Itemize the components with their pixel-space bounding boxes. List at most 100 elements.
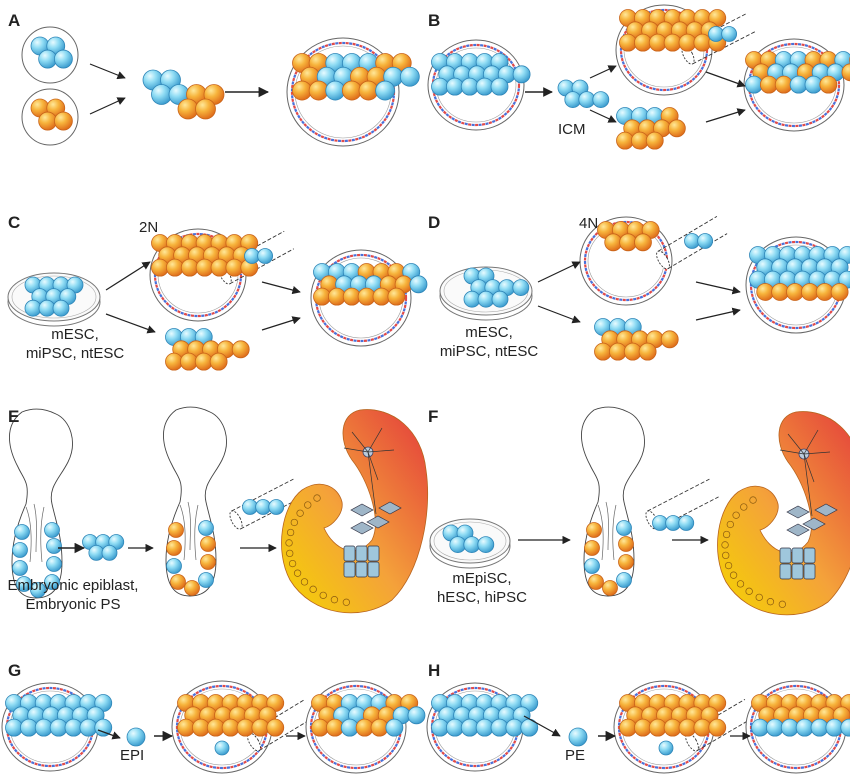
orange-cell [630,131,649,150]
orange-cell [191,718,210,737]
cell-cluster [652,515,695,531]
arrow [705,71,746,88]
orange-cell [648,33,667,52]
cell-cluster [30,36,73,69]
embryo-fold [179,504,186,561]
ploidy-2n-label: 2N [139,219,158,236]
orange-cell [634,233,652,252]
somite [721,541,729,549]
blue-cell [46,538,62,554]
orange-cell [355,718,374,737]
cell-cluster [431,694,539,737]
somite [309,585,317,593]
somite [740,503,748,511]
blue-cell [490,718,509,737]
panel-label-a: A [8,11,20,30]
orange-cell [236,718,255,737]
neurite [803,453,815,483]
arrow [105,313,156,334]
neurite [367,451,379,481]
arrow [695,281,741,295]
epithelial-cell [802,517,826,531]
blue-cell [30,582,46,598]
orange-cell [618,554,634,570]
epithelial-cell [786,505,810,519]
orange-cell [177,718,195,737]
blue-cell [198,572,214,588]
orange-cell [372,287,391,306]
orange-cell [387,287,406,306]
blue-cell [431,718,449,737]
orange-cell [308,80,329,101]
orange-cell [660,330,679,349]
blue-cell [780,718,799,737]
gut-cell [779,563,792,580]
c-cell-types-line2: miPSC, ntESC [26,345,125,362]
orange-cell [210,258,229,277]
somite [736,580,745,588]
epithelial-cell [350,521,374,535]
arrow [537,305,581,324]
somite [778,600,787,608]
epithelial-cell [814,503,838,517]
cell-cluster [597,221,660,252]
blue-cell [214,740,230,756]
blue-cell [44,574,60,590]
orange-cell [311,718,329,737]
cell-cluster [557,79,610,108]
somite [330,596,339,604]
orange-cell [759,75,778,94]
orange-cell [209,352,228,371]
orange-cell [815,283,834,301]
f-cell-types-line2: hESC, hiPSC [437,589,527,606]
orange-cell [341,80,362,101]
somite [285,539,293,547]
arrow [105,261,151,291]
pipette-wall [229,248,295,285]
gut-cell [355,545,368,562]
blue-cell [385,718,404,737]
blue-cell [765,718,784,737]
egg-cylinder [9,408,73,599]
blue-cell [12,542,28,558]
e9-embryo [717,411,850,616]
orange-cell [588,574,604,590]
blue-cell [564,91,582,108]
blue-cell [409,275,428,294]
panel-label-g: G [8,661,21,680]
egg-cylinder [581,406,645,597]
blue-cell [325,80,346,101]
embryo-body [717,411,850,616]
orange-cell [633,718,652,737]
embryo-body [281,409,429,614]
gut-cell [803,547,816,564]
trophectoderm-blue [619,8,709,92]
epithelial-cell [786,523,810,537]
panel-label-f: F [428,407,438,426]
dish-inner [11,275,97,319]
orange-cell [342,287,361,306]
orange-cell [619,718,637,737]
blue-cell [38,49,58,69]
blue-cell [658,740,674,756]
somite [732,511,740,519]
orange-cell [325,718,344,737]
embryo-fold [25,506,32,563]
somite [749,496,757,504]
orange-cell [618,536,634,552]
blue-cell [166,558,182,574]
panel-label-b: B [428,11,440,30]
orange-cell [663,33,682,52]
somite [290,518,298,527]
cell-cluster [165,328,250,371]
cell-cluster [142,69,225,120]
somite [313,494,321,502]
somite [342,598,351,606]
orange-cell [251,718,270,737]
blue-cell [46,556,62,572]
gut-cell [355,561,368,578]
cell-cluster [442,524,495,553]
arrow [537,261,581,283]
embryo-fold [40,506,45,563]
